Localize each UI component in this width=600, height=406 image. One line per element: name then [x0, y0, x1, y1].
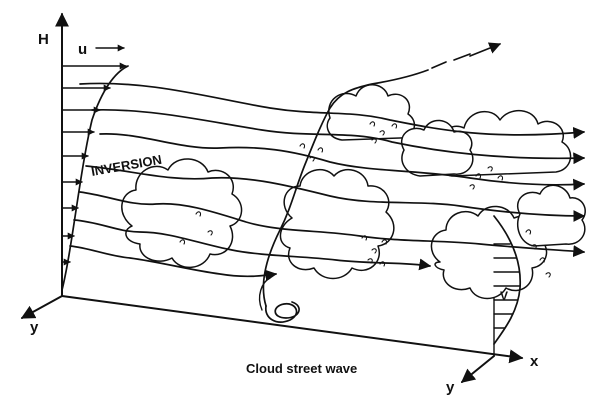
trajectory-spiral [265, 301, 300, 323]
y-axis-right-label: y [446, 379, 455, 396]
caption: Cloud street wave [246, 361, 357, 376]
y-axis-left [20, 295, 63, 319]
trajectory-base [258, 277, 271, 311]
v-profile [493, 215, 522, 345]
cloud-left [121, 158, 243, 268]
y-axis-right [460, 355, 495, 383]
streamlines [69, 82, 586, 282]
v-component-label: V [500, 289, 508, 303]
clouds [121, 84, 586, 300]
texture-mark [361, 235, 388, 267]
wind-label: u [78, 41, 87, 58]
streamline [91, 108, 586, 165]
streamline [79, 82, 586, 139]
texture-mark [525, 229, 551, 278]
v-profile-curve [493, 215, 522, 345]
x-axis-label: x [530, 353, 539, 370]
cloud-texture [179, 121, 551, 278]
trajectory-arrow-head [469, 42, 502, 57]
streamline [85, 165, 586, 222]
x-axis [61, 295, 524, 364]
texture-mark [469, 166, 504, 190]
streamline-inversion [99, 133, 586, 191]
height-axis-label: H [38, 31, 49, 48]
y-axis-left-label: y [30, 319, 39, 336]
trajectory-dash [431, 53, 471, 69]
wind-profile [61, 44, 129, 291]
trajectory [258, 42, 502, 323]
texture-mark [369, 121, 398, 144]
trajectory-path [262, 69, 429, 307]
streamline [73, 219, 432, 271]
texture-mark [299, 143, 324, 162]
axes [20, 12, 524, 383]
wind-profile-curve [61, 65, 129, 291]
cloud-center [279, 168, 395, 280]
cloud-back-center [326, 84, 416, 141]
streamline [69, 245, 278, 282]
texture-mark [179, 211, 213, 245]
streamline [79, 191, 586, 258]
cloud-mid-back [401, 119, 474, 177]
